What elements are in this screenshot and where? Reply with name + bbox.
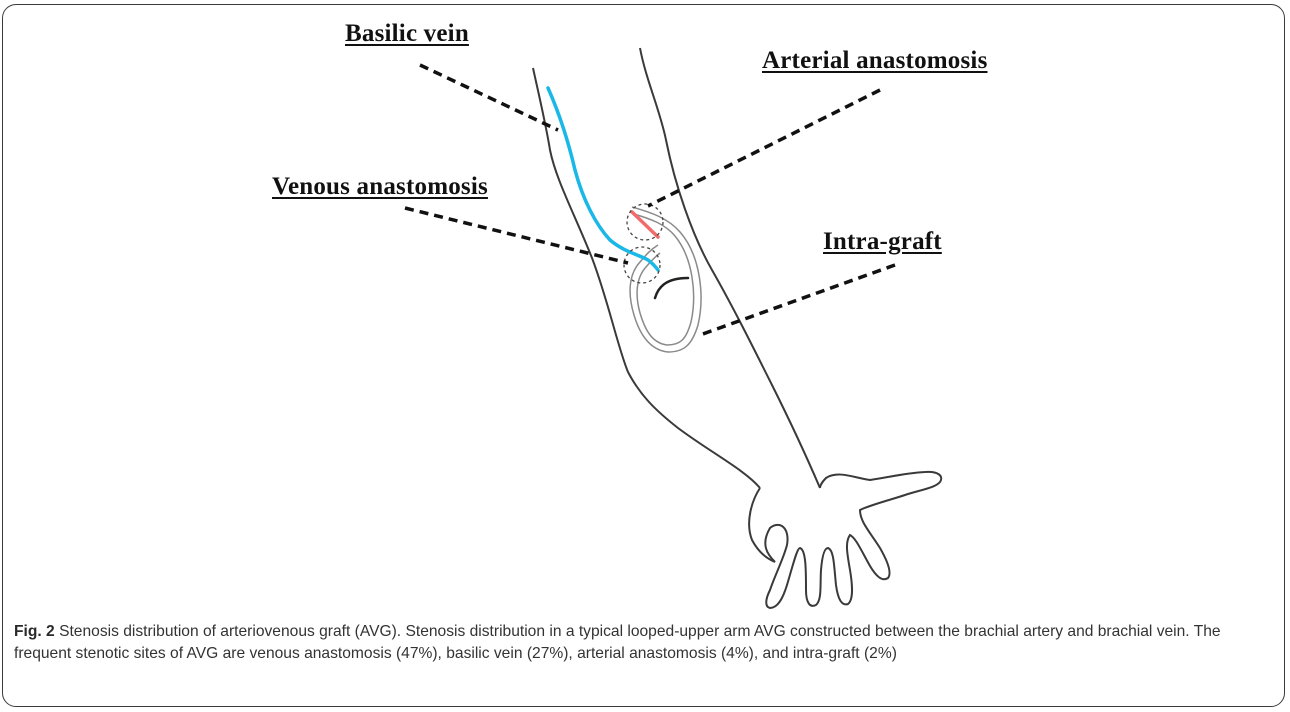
basilic-vein-label: Basilic vein	[345, 20, 469, 48]
figure-number: Fig. 2	[14, 623, 55, 640]
artery-segment	[632, 212, 658, 237]
venous-anastomosis-label: Venous anastomosis	[272, 173, 488, 201]
arm-diagram: Basilic vein Arterial anastomosis Venous…	[0, 0, 1290, 615]
caption-text: Stenosis distribution of arteriovenous g…	[14, 623, 1221, 662]
arm-outline-medial	[533, 68, 760, 488]
brachial-vein-arc	[655, 278, 688, 298]
graft-loop-inner	[634, 214, 694, 345]
graft-loop-outer	[630, 207, 701, 352]
basilic-vein-line	[548, 88, 658, 270]
figure-caption: Fig. 2 Stenosis distribution of arteriov…	[14, 621, 1269, 664]
intra-graft-label: Intra-graft	[823, 228, 942, 256]
arterial-anastomosis-leader	[648, 90, 880, 206]
arm-illustration	[0, 0, 1290, 615]
arterial-anastomosis-label: Arterial anastomosis	[762, 47, 988, 75]
arm-outline-lateral	[640, 48, 820, 488]
basilic-vein-leader	[420, 65, 558, 130]
hand-outline	[749, 472, 941, 608]
